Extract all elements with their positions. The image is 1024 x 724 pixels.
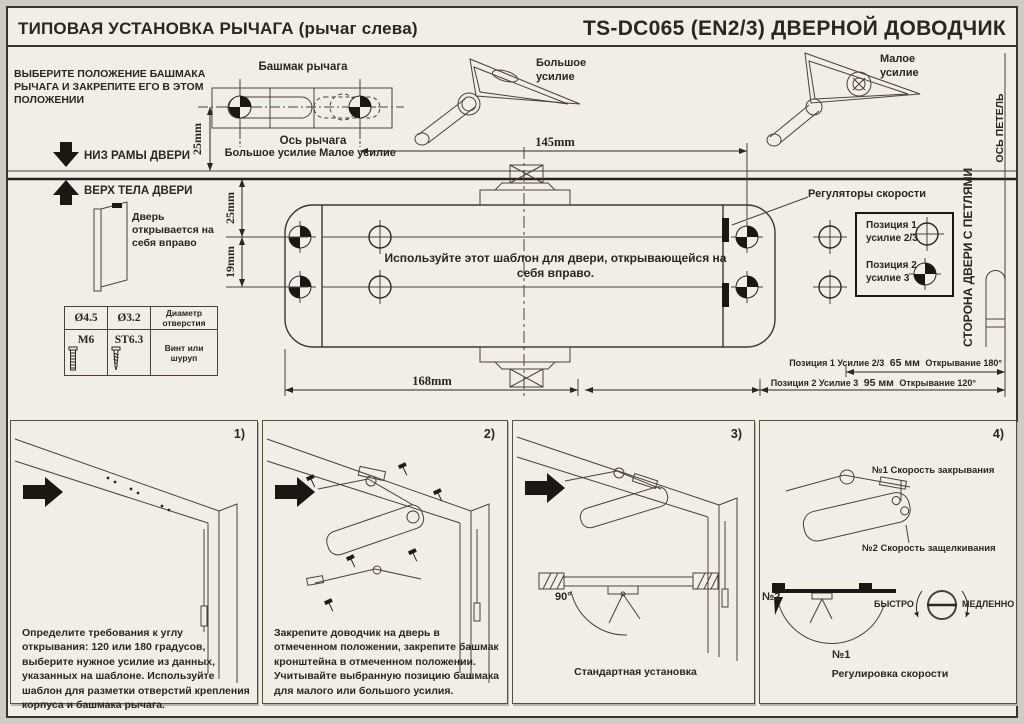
position-2-opening: Открывание 120° — [899, 378, 976, 388]
big-force-illustration-label: Большое усилие — [536, 57, 587, 83]
direction-arrow-icon — [23, 477, 63, 507]
hole-diameter-1: Ø4.5 — [64, 305, 108, 331]
legend-box — [855, 212, 954, 297]
step-1-illustration — [14, 438, 238, 683]
step-2-illustration — [266, 438, 490, 683]
big-force-arm-drawing — [414, 58, 581, 146]
direction-arrow-icon — [275, 477, 315, 507]
position-2-text: Позиция 2 Усилие 3 — [770, 378, 859, 388]
hole-diameter-note: Диаметр отверстия — [150, 305, 218, 331]
valve-1-mark: №1 — [832, 649, 851, 661]
screw-icon — [111, 346, 121, 370]
bolt-icon — [68, 346, 78, 371]
frame-bottom-arrow-icon — [53, 142, 79, 167]
fastener-m6-cell: М6 — [64, 329, 108, 377]
position-2-value: 95 мм — [863, 377, 894, 389]
screws-icons — [305, 462, 443, 612]
position-1-opening: Открывание 180° — [925, 358, 1002, 368]
step-3-panel: 3) 90° Стандартная установка — [512, 420, 755, 704]
fastener-note: Винт или шуруп — [150, 329, 218, 377]
hinge-end-cap-drawing — [985, 270, 1006, 347]
step-3-caption: Стандартная установка — [574, 666, 697, 678]
marked-holes-dots — [106, 476, 171, 512]
arm-axis-label: Ось рычага — [279, 135, 347, 147]
position-1-note: Позиция 1 Усилие 2/3 65 мм Открывание 18… — [789, 357, 1002, 369]
hinge-axis-label: ОСЬ ПЕТЕЛЬ — [994, 93, 1006, 163]
door-top-label: ВЕРХ ТЕЛА ДВЕРИ — [84, 185, 193, 197]
hole-diameter-2: Ø3.2 — [107, 305, 151, 331]
hole-diameter-table: Ø4.5 Ø3.2 Диаметр отверстия М6 ST6.3 — [64, 305, 218, 377]
regulators-leader-line — [731, 196, 809, 226]
header: ТИПОВАЯ УСТАНОВКА РЫЧАГА (рычаг слева) T… — [8, 8, 1016, 47]
position-2-note: Позиция 2 Усилие 3 95 мм Открывание 120° — [771, 377, 976, 389]
small-force-arm-drawing — [766, 52, 921, 147]
step-4-caption: Регулировка скорости — [831, 668, 949, 680]
door-icon — [93, 201, 128, 292]
frame-bottom-label: НИЗ РАМЫ ДВЕРИ — [84, 150, 191, 162]
slow-label: МЕДЛЕННО — [962, 599, 1015, 609]
speed-regulators-label: Регуляторы скорости — [808, 188, 927, 200]
step-2-panel: 2) Закрепите доводчик на дверь в отмечен… — [262, 420, 508, 704]
spindle-plate-bottom — [479, 346, 571, 388]
dim-row-gap: 19mm — [223, 246, 237, 278]
plan-frame-bar — [772, 583, 896, 615]
step-1-caption: Определите требования к углу открывания:… — [22, 627, 250, 712]
speed-valve-1 — [722, 218, 729, 242]
position-1-value: 65 мм — [889, 357, 920, 369]
step-2-number: 2) — [483, 427, 495, 441]
page-canvas: ТИПОВАЯ УСТАНОВКА РЫЧАГА (рычаг слева) T… — [8, 8, 1017, 716]
dim-arm-reach: 145mm — [535, 135, 575, 149]
direction-arrow-icon — [525, 473, 565, 503]
shoe-plate-label: Башмак рычага — [258, 61, 348, 73]
big-force-position-label: Большое усилие — [224, 147, 317, 159]
small-force-illustration-label: Малое усилие — [880, 53, 919, 79]
speed-valve-2 — [722, 283, 729, 307]
fastener-st63-cell: ST6.3 — [107, 329, 151, 377]
valve-2-mark: №2 — [762, 591, 781, 603]
step-2-caption: Закрепите доводчик на дверь в отмеченном… — [274, 627, 499, 697]
spindle-plate-top — [479, 164, 571, 206]
template-drawing: 25mm — [8, 52, 1016, 399]
closing-speed-label: №1 Скорость закрывания — [872, 465, 995, 476]
page-title: ТИПОВАЯ УСТАНОВКА РЫЧАГА (рычаг слева) — [18, 19, 418, 38]
step-3-angle-label: 90° — [555, 591, 572, 603]
small-force-position-label: Малое усилие — [319, 147, 396, 159]
step-4-illustration — [772, 469, 971, 644]
fastener-st63-label: ST6.3 — [114, 333, 144, 346]
product-title: TS-DC065 (EN2/3) ДВЕРНОЙ ДОВОДЧИК — [582, 17, 1006, 40]
dim-plate-offset: 25mm — [190, 123, 204, 155]
position-1-text: Позиция 1 Усилие 2/3 — [789, 358, 885, 368]
template-page: ТИПОВАЯ УСТАНОВКА РЫЧАГА (рычаг слева) T… — [6, 6, 1018, 718]
dim-body-length: 168mm — [412, 374, 452, 388]
legend-position-2: Позиция 2 усилие 3 — [866, 260, 917, 284]
legend-position-1: Позиция 1 усилие 2/3 — [866, 220, 918, 244]
latching-speed-label: №2 Скорость защелкивания — [862, 543, 996, 554]
door-opening-note: Дверь открывается на себя вправо — [132, 211, 214, 250]
door-top-arrow-icon — [53, 180, 79, 205]
step-1-number: 1) — [233, 427, 245, 441]
dim-body-offset: 25mm — [223, 192, 237, 224]
step-1-panel: 1) Определите требования к углу открыван… — [10, 420, 258, 711]
template-usage-note: Используйте этот шаблон для двери, откры… — [384, 251, 727, 280]
step-4-panel: 4) №1 Скорость закрывания №2 Скорость за… — [759, 420, 1017, 704]
fast-label: БЫСТРО — [874, 599, 914, 609]
fastener-m6-label: М6 — [77, 333, 95, 346]
step-3-number: 3) — [730, 427, 742, 441]
select-shoe-instruction: ВЫБЕРИТЕ ПОЛОЖЕНИЕ БАШМАКА РЫЧАГА И ЗАКР… — [14, 68, 206, 107]
hinge-side-label: СТОРОНА ДВЕРИ С ПЕТЛЯМИ — [961, 167, 975, 347]
step-3-illustration — [516, 436, 738, 661]
step-4-number: 4) — [992, 427, 1004, 441]
